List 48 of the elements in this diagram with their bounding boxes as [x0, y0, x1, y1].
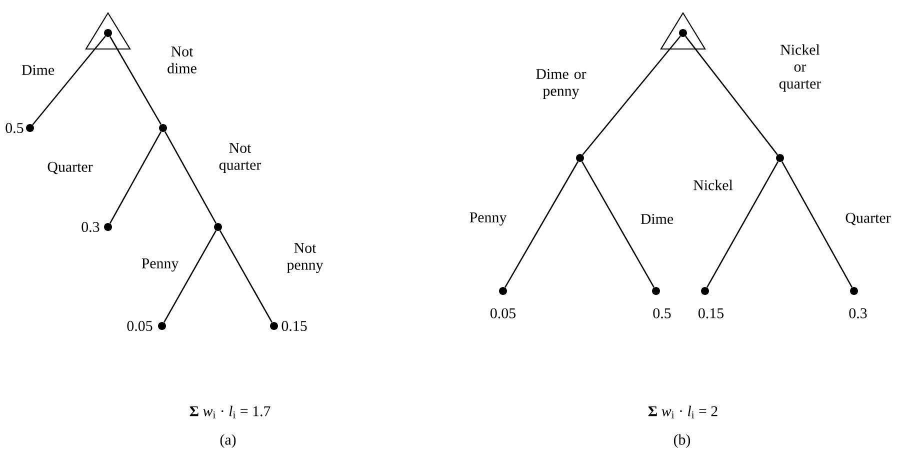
- edge-label: Dime: [20, 64, 56, 76]
- leaf-value: 0.15: [698, 308, 724, 318]
- branch-line: [781, 161, 853, 288]
- branch-line: [110, 36, 162, 125]
- edge-label: Nickel or quarter: [771, 43, 829, 93]
- tree-dot: [270, 322, 278, 330]
- leaf-value: 0.3: [849, 308, 867, 318]
- branch-line: [706, 161, 778, 288]
- sum-formula: Σ w$_{i}$ · l$_{i}$ = 1.7: [190, 406, 270, 418]
- branch-line: [32, 36, 106, 126]
- tree-dot: [776, 154, 784, 162]
- leaf-value: 0.15: [282, 320, 307, 332]
- edge-label: Dime: [639, 212, 675, 226]
- tree-dot: [104, 223, 112, 231]
- tree-dot: [26, 124, 34, 132]
- tree-dot: [652, 287, 660, 295]
- edge-label: Not penny: [279, 242, 331, 274]
- branch-line: [164, 230, 216, 323]
- branch-line: [685, 36, 778, 156]
- leaf-value: 0.05: [127, 320, 152, 332]
- tree-dot: [159, 124, 167, 132]
- tree-dot: [214, 223, 222, 231]
- edge-label: Dime or penny: [527, 68, 595, 100]
- panel-caption: (b): [674, 434, 690, 448]
- tree-dot: [701, 287, 709, 295]
- edge-label: Nickel: [692, 178, 734, 192]
- tree-dot: [576, 154, 584, 162]
- sum-formula: Σ w$_{i}$ · l$_{i}$ = 2: [648, 406, 718, 418]
- leaf-value: 0.05: [490, 308, 516, 318]
- edge-label: Quarter: [46, 160, 94, 176]
- branch-line: [504, 161, 578, 288]
- edge-label: Penny: [140, 257, 180, 272]
- edge-label: Penny: [468, 211, 508, 226]
- edge-label: Not dime: [160, 46, 204, 74]
- tree-dot: [499, 287, 507, 295]
- edge-label: Not quarter: [208, 142, 272, 174]
- branch-line: [582, 36, 681, 156]
- branch-line: [164, 131, 217, 224]
- leaf-value: 0.5: [653, 308, 671, 318]
- leaf-value: 0.3: [82, 222, 100, 232]
- branch-line: [220, 230, 272, 323]
- tree-dot: [850, 287, 858, 295]
- edge-label: Quarter: [844, 212, 892, 226]
- branch-line: [582, 161, 654, 288]
- branch-line: [109, 131, 162, 224]
- leaf-value: 0.5: [6, 122, 24, 134]
- panel-caption: (a): [220, 434, 236, 448]
- tree-dot: [158, 322, 166, 330]
